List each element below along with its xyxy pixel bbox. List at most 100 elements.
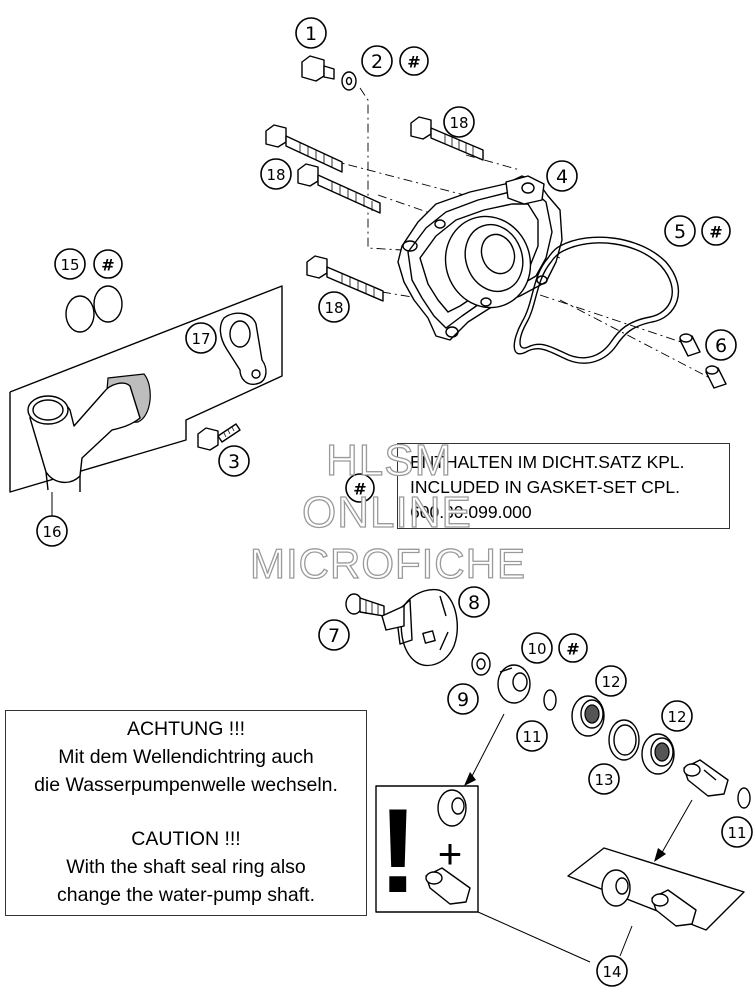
exclamation-symbol: ! bbox=[378, 784, 418, 918]
svg-text:7: 7 bbox=[328, 625, 340, 647]
warning-title-en: CAUTION !!! bbox=[131, 828, 241, 850]
callout-12-a: 12 bbox=[595, 665, 627, 697]
warning-note: ACHTUNG !!! Mit dem Wellendichtring auch… bbox=[5, 710, 367, 916]
svg-text:5: 5 bbox=[674, 221, 686, 243]
svg-text:12: 12 bbox=[601, 673, 620, 691]
callout-hash-10: # bbox=[558, 633, 588, 663]
o-ring-15-a bbox=[65, 295, 95, 333]
bolt-18-upper bbox=[410, 116, 484, 161]
warning-line-de-2: die Wasserpumpenwelle wechseln. bbox=[34, 774, 338, 796]
svg-text:4: 4 bbox=[556, 166, 568, 188]
svg-text:#: # bbox=[353, 480, 366, 499]
watermark-line-1: HLSM bbox=[325, 435, 453, 485]
svg-text:3: 3 bbox=[228, 451, 240, 473]
gasket-note-line-2: INCLUDED IN GASKET-SET CPL. bbox=[410, 477, 681, 497]
washer-9 bbox=[471, 652, 491, 676]
callout-14: 14 bbox=[596, 955, 628, 987]
bolt-18-mid-a bbox=[265, 124, 343, 173]
callout-7: 7 bbox=[318, 619, 350, 651]
svg-text:1: 1 bbox=[305, 23, 317, 45]
callout-8: 8 bbox=[458, 586, 490, 618]
svg-text:13: 13 bbox=[594, 771, 613, 789]
callout-13: 13 bbox=[588, 763, 620, 795]
svg-text:16: 16 bbox=[42, 523, 61, 541]
svg-text:15: 15 bbox=[60, 256, 79, 274]
shaft-kit-box bbox=[567, 847, 745, 931]
callout-hash-5: # bbox=[701, 216, 731, 246]
warning-line-de-1: Mit dem Wellendichtring auch bbox=[58, 746, 314, 768]
callout-18-a: 18 bbox=[443, 106, 475, 138]
watermark-line-2: ONLINE bbox=[301, 487, 472, 537]
callout-3: 3 bbox=[218, 445, 250, 477]
callout-2: 2 bbox=[361, 45, 393, 77]
svg-text:18: 18 bbox=[449, 114, 468, 132]
bolt-3 bbox=[197, 423, 241, 451]
callout-18-c: 18 bbox=[318, 291, 350, 323]
circlip-11-a bbox=[543, 689, 557, 711]
kit-leaders bbox=[464, 713, 693, 862]
callout-12-b: 12 bbox=[661, 700, 693, 732]
leaders-14 bbox=[477, 911, 633, 963]
bolt-7 bbox=[345, 593, 385, 617]
svg-text:11: 11 bbox=[727, 824, 746, 842]
bearing-12-a bbox=[571, 695, 605, 737]
callout-4: 4 bbox=[546, 160, 578, 192]
elbow-pipe-16 bbox=[27, 373, 151, 492]
callout-6: 6 bbox=[705, 329, 737, 361]
callout-15: 15 bbox=[54, 248, 86, 280]
washer-2 bbox=[341, 71, 357, 91]
svg-text:14: 14 bbox=[602, 963, 621, 981]
gasket-5 bbox=[513, 236, 680, 364]
bolt-18-mid-b bbox=[297, 163, 381, 214]
flange-gasket-17 bbox=[219, 312, 267, 385]
warning-line-en-2: change the water-pump shaft. bbox=[57, 884, 315, 906]
svg-text:10: 10 bbox=[527, 640, 546, 658]
svg-text:#: # bbox=[101, 256, 114, 275]
svg-text:9: 9 bbox=[457, 689, 469, 711]
svg-text:18: 18 bbox=[266, 166, 285, 184]
svg-text:11: 11 bbox=[522, 728, 541, 746]
callout-11-b: 11 bbox=[721, 816, 753, 848]
callout-18-b: 18 bbox=[260, 158, 292, 190]
o-ring-15-b bbox=[93, 285, 123, 323]
shaft-seal-10 bbox=[497, 664, 531, 704]
pipe-group-frame bbox=[9, 285, 283, 493]
callout-17: 17 bbox=[185, 322, 217, 354]
svg-text:#: # bbox=[566, 640, 579, 659]
plus-symbol: + bbox=[438, 830, 463, 877]
callout-1: 1 bbox=[295, 17, 327, 49]
callout-9: 9 bbox=[447, 683, 479, 715]
bolt-18-lower bbox=[306, 255, 384, 302]
sleeve-6-a bbox=[679, 333, 701, 357]
svg-text:12: 12 bbox=[667, 708, 686, 726]
warning-line-en-1: With the shaft seal ring also bbox=[66, 856, 306, 878]
svg-text:8: 8 bbox=[468, 592, 480, 614]
callout-16: 16 bbox=[36, 515, 68, 547]
bolt-1 bbox=[301, 55, 335, 82]
callout-hash-2: # bbox=[399, 46, 429, 76]
callout-5: 5 bbox=[664, 215, 696, 247]
callout-hash-15: # bbox=[93, 249, 123, 279]
gasket-note-line-3: 600.30.099.000 bbox=[410, 502, 532, 522]
bearing-12-b bbox=[641, 733, 675, 775]
snap-ring-13 bbox=[608, 719, 640, 761]
svg-text:17: 17 bbox=[191, 330, 210, 348]
callout-hash-legend: # bbox=[345, 473, 375, 503]
svg-text:6: 6 bbox=[715, 335, 727, 357]
pump-shaft bbox=[683, 759, 729, 797]
svg-text:2: 2 bbox=[371, 51, 383, 73]
impeller-8 bbox=[381, 588, 458, 667]
svg-text:18: 18 bbox=[324, 299, 343, 317]
callout-11-a: 11 bbox=[516, 720, 548, 752]
callout-10: 10 bbox=[521, 632, 553, 664]
circlip-11-b bbox=[737, 787, 751, 809]
svg-text:#: # bbox=[407, 53, 420, 72]
svg-text:#: # bbox=[709, 223, 722, 242]
gasket-note-line-1: ENTHALTEN IM DICHT.SATZ KPL. bbox=[410, 452, 685, 472]
pump-cover-4 bbox=[397, 175, 563, 341]
warning-title-de: ACHTUNG !!! bbox=[126, 718, 246, 740]
watermark-line-3: MICROFICHE bbox=[249, 539, 526, 587]
gasket-set-note: ENTHALTEN IM DICHT.SATZ KPL. INCLUDED IN… bbox=[397, 443, 730, 529]
sleeve-6-b bbox=[705, 365, 727, 389]
